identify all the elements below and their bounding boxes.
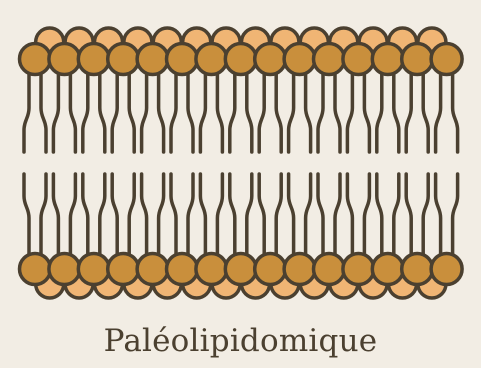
- phospholipid-head: [49, 254, 80, 285]
- phospholipid-head: [431, 44, 462, 75]
- phospholipid-head: [108, 254, 139, 285]
- phospholipid-head: [402, 44, 433, 75]
- tail-chain: [217, 174, 222, 256]
- tail-chain: [70, 174, 75, 256]
- tail-chain: [159, 174, 164, 256]
- tail-chain: [24, 174, 29, 256]
- tail-chain: [247, 174, 252, 256]
- phospholipid-head: [20, 44, 51, 75]
- phospholipid-head: [167, 254, 198, 285]
- phospholipid-head: [196, 254, 227, 285]
- tail-chain: [247, 72, 252, 152]
- phospholipid-head: [284, 254, 315, 285]
- tail-chain: [188, 174, 193, 256]
- tail-chain: [230, 174, 235, 256]
- phospholipid-head: [372, 254, 403, 285]
- phospholipid-head: [78, 254, 109, 285]
- tail-chain: [347, 174, 352, 256]
- outer-leaflet-heads: [20, 44, 463, 75]
- tail-chain: [83, 72, 88, 152]
- phospholipid-head: [343, 254, 374, 285]
- tail-chain: [423, 174, 428, 256]
- tail-chain: [100, 174, 105, 256]
- tail-chain: [377, 174, 382, 256]
- tail-chain: [171, 72, 176, 152]
- phospholipid-head: [314, 254, 345, 285]
- tail-chain: [335, 72, 340, 152]
- phospholipid-head: [314, 44, 345, 75]
- tail-chain: [217, 72, 222, 152]
- tail-chain: [453, 174, 458, 256]
- phospholipid-head: [20, 254, 51, 285]
- tail-chain: [112, 72, 117, 152]
- tail-chain: [377, 72, 382, 152]
- tail-chain: [24, 72, 29, 152]
- tail-chain: [364, 174, 369, 256]
- tail-chain: [436, 72, 441, 152]
- tail-chain: [423, 72, 428, 152]
- phospholipid-head: [225, 44, 256, 75]
- phospholipid-head: [284, 44, 315, 75]
- tail-chain: [364, 72, 369, 152]
- tail-chain: [53, 174, 58, 256]
- tail-chain: [406, 174, 411, 256]
- phospholipid-head: [225, 254, 256, 285]
- phospholipid-head: [255, 44, 286, 75]
- phospholipid-head: [372, 44, 403, 75]
- tail-chain: [200, 72, 205, 152]
- tail-chain: [230, 72, 235, 152]
- phospholipid-head: [137, 254, 168, 285]
- tail-chain: [129, 72, 134, 152]
- phospholipid-head: [255, 254, 286, 285]
- tail-chain: [318, 72, 323, 152]
- tail-chain: [276, 174, 281, 256]
- tail-chain: [53, 72, 58, 152]
- tail-chain: [129, 174, 134, 256]
- tail-chain: [200, 174, 205, 256]
- tail-chain: [406, 72, 411, 152]
- tail-chain: [159, 72, 164, 152]
- tail-chain: [142, 72, 147, 152]
- tail-chain: [259, 174, 264, 256]
- tail-chain: [142, 174, 147, 256]
- tail-chain: [394, 174, 399, 256]
- tail-chain: [70, 72, 75, 152]
- tail-chain: [112, 174, 117, 256]
- caption-title: Paléolipidomique: [0, 321, 481, 361]
- tail-chain: [453, 72, 458, 152]
- tail-chain: [188, 72, 193, 152]
- tail-chain: [306, 174, 311, 256]
- tail-chain: [259, 72, 264, 152]
- phospholipid-head: [137, 44, 168, 75]
- tail-chain: [306, 72, 311, 152]
- phospholipid-head: [108, 44, 139, 75]
- phospholipid-head: [167, 44, 198, 75]
- phospholipid-head: [402, 254, 433, 285]
- tail-chain: [394, 72, 399, 152]
- tail-chain: [335, 174, 340, 256]
- tail-chain: [318, 174, 323, 256]
- tail-chain: [100, 72, 105, 152]
- tail-chain: [436, 174, 441, 256]
- phospholipid-head: [78, 44, 109, 75]
- phospholipid-head: [431, 254, 462, 285]
- tail-chain: [171, 174, 176, 256]
- fatty-acid-tails: [24, 72, 458, 256]
- tail-chain: [41, 72, 46, 152]
- tail-chain: [289, 174, 294, 256]
- phospholipid-head: [196, 44, 227, 75]
- tail-chain: [276, 72, 281, 152]
- phospholipid-head: [343, 44, 374, 75]
- tail-chain: [347, 72, 352, 152]
- inner-leaflet-heads: [20, 254, 463, 285]
- tail-chain: [289, 72, 294, 152]
- tail-chain: [83, 174, 88, 256]
- phospholipid-head: [49, 44, 80, 75]
- tail-chain: [41, 174, 46, 256]
